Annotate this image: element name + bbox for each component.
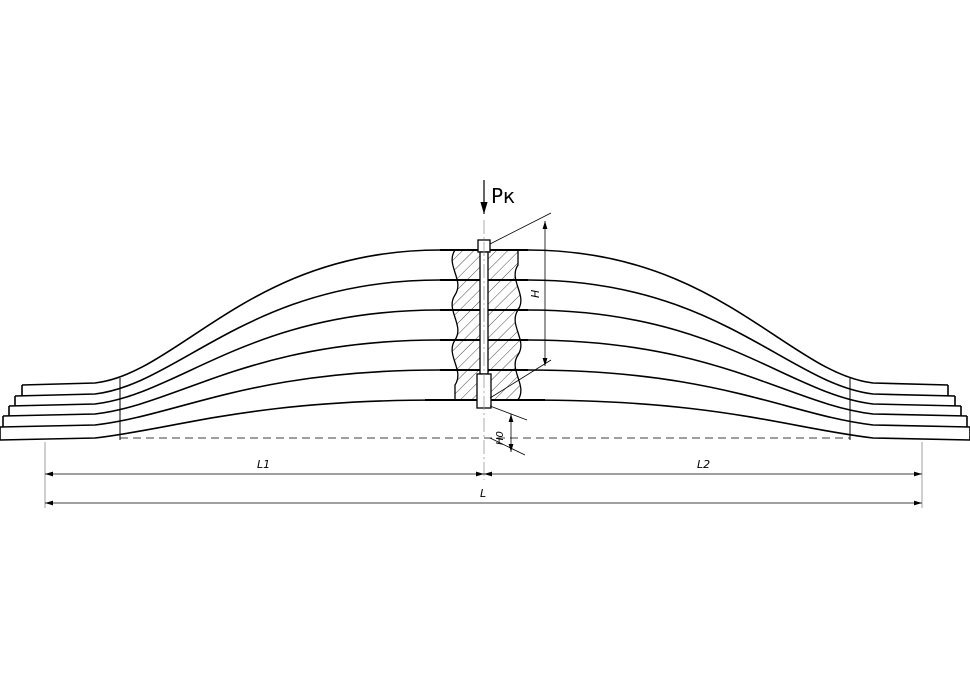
total-span-label: L [480,487,486,500]
base-height-dimension [489,405,528,456]
force-label: Pк [491,184,515,208]
right-span-label: L2 [697,458,710,471]
height-dimension [489,212,552,399]
height-label: H [529,290,542,298]
span-dimensions [44,442,923,508]
left-span-label: L1 [257,458,270,471]
